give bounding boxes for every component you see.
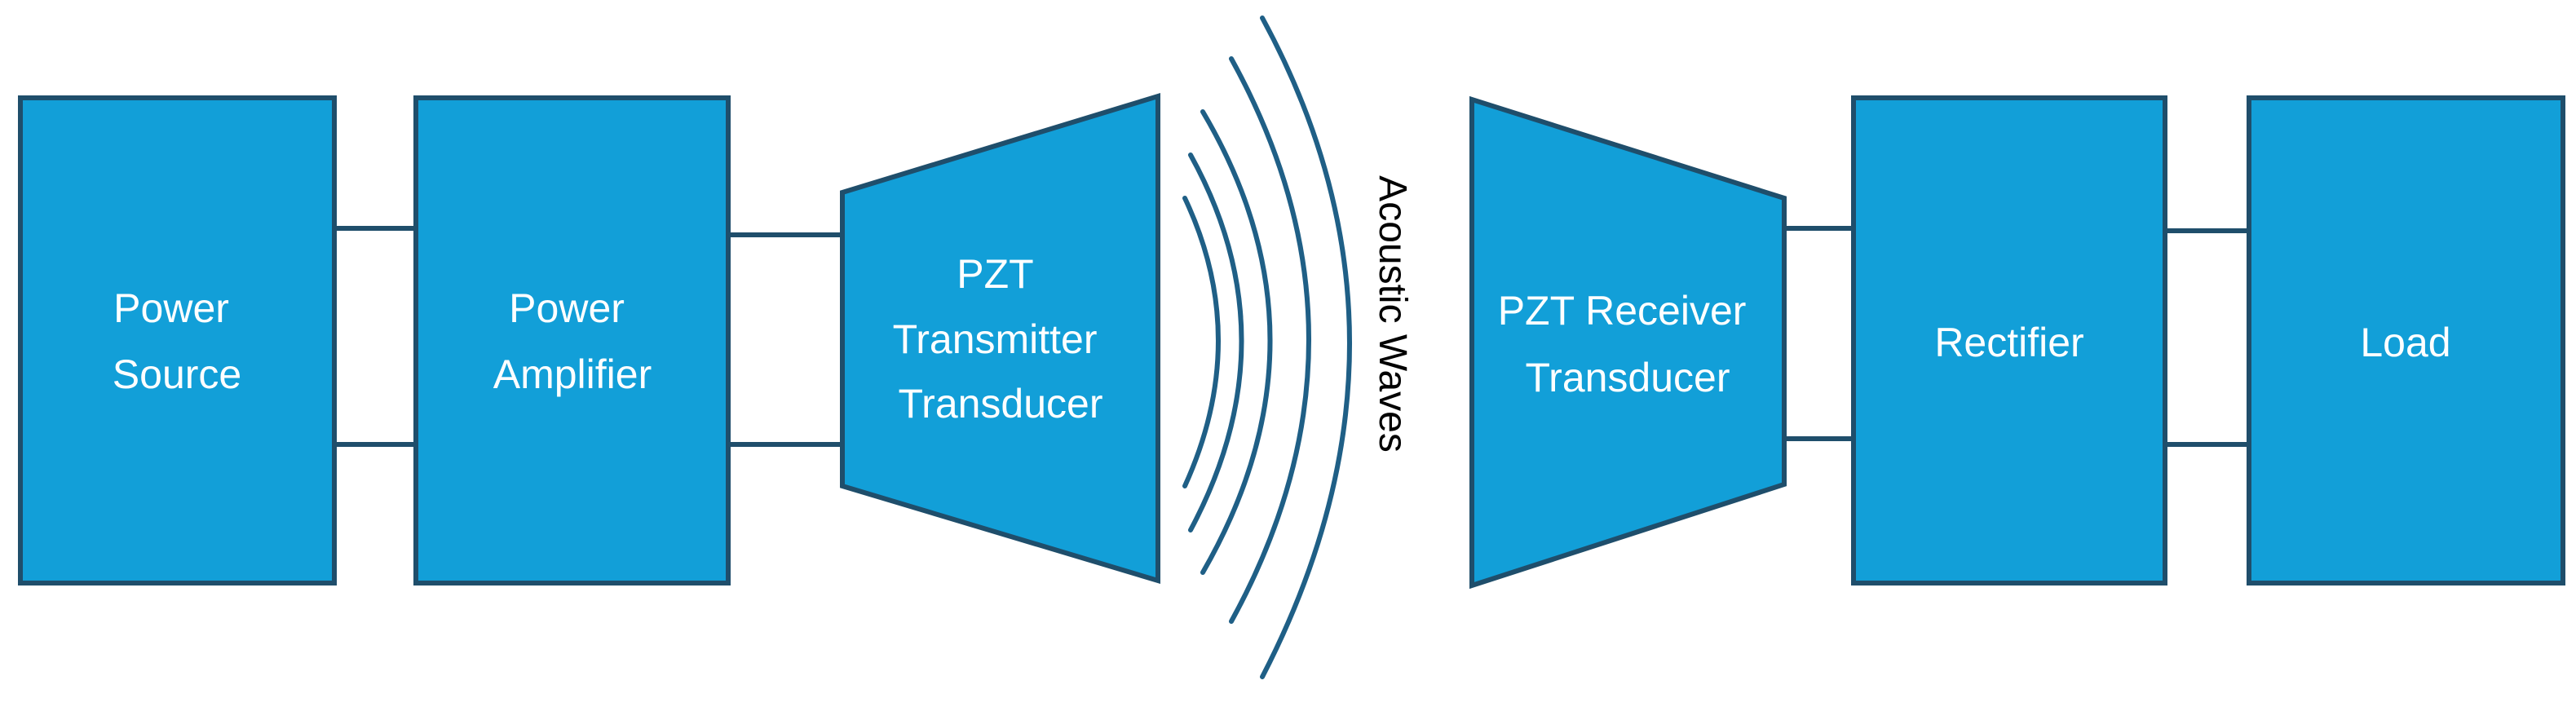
wave-arc-3 bbox=[1200, 109, 1273, 575]
wave-arc-1 bbox=[1182, 196, 1221, 488]
connector-wires bbox=[334, 226, 2249, 447]
wave-arc-4 bbox=[1229, 56, 1311, 624]
pzt-transmitter-label-line2: Transmitter bbox=[893, 316, 1098, 362]
pzt-transmitter-shape bbox=[840, 92, 1160, 585]
pzt-transmitter-label-line1: PZT bbox=[957, 251, 1033, 297]
wave-arc-5 bbox=[1260, 15, 1352, 679]
pzt-receiver-shape bbox=[1469, 95, 1787, 590]
pzt-transmitter-label: PZT Transmitter Transducer bbox=[893, 251, 1109, 426]
power-source-label-line2: Source bbox=[113, 351, 241, 397]
pzt-receiver-label: PZT Receiver Transducer bbox=[1498, 288, 1758, 400]
power-amplifier-box bbox=[413, 95, 731, 585]
pzt-receiver-label-line2: Transducer bbox=[1525, 355, 1730, 400]
wave-arc-2 bbox=[1188, 152, 1244, 532]
power-source-label-line1: Power bbox=[113, 285, 229, 331]
load-box bbox=[2247, 95, 2565, 585]
power-amplifier-label-line2: Amplifier bbox=[493, 351, 652, 397]
pzt-transmitter-transducer-block: PZT Transmitter Transducer bbox=[840, 92, 1160, 585]
power-source-block: Power Source bbox=[18, 95, 337, 585]
acoustic-waves-icon bbox=[1182, 15, 1352, 679]
power-amplifier-label: Power Amplifier bbox=[493, 285, 652, 397]
load-block: Load bbox=[2247, 95, 2565, 585]
rectifier-label: Rectifier bbox=[1934, 320, 2083, 365]
pzt-receiver-label-line1: PZT Receiver bbox=[1498, 288, 1747, 334]
pzt-transmitter-label-line3: Transducer bbox=[898, 381, 1102, 426]
power-source-box bbox=[18, 95, 337, 585]
load-label: Load bbox=[2360, 320, 2450, 365]
rectifier-block: Rectifier bbox=[1851, 95, 2167, 585]
pzt-receiver-transducer-block: PZT Receiver Transducer bbox=[1469, 95, 1787, 590]
power-source-label: Power Source bbox=[113, 285, 241, 397]
power-amplifier-label-line1: Power bbox=[509, 285, 625, 331]
rectifier-box bbox=[1851, 95, 2167, 585]
acoustic-waves-label: Acoustic Waves bbox=[1371, 175, 1414, 453]
power-amplifier-block: Power Amplifier bbox=[413, 95, 731, 585]
